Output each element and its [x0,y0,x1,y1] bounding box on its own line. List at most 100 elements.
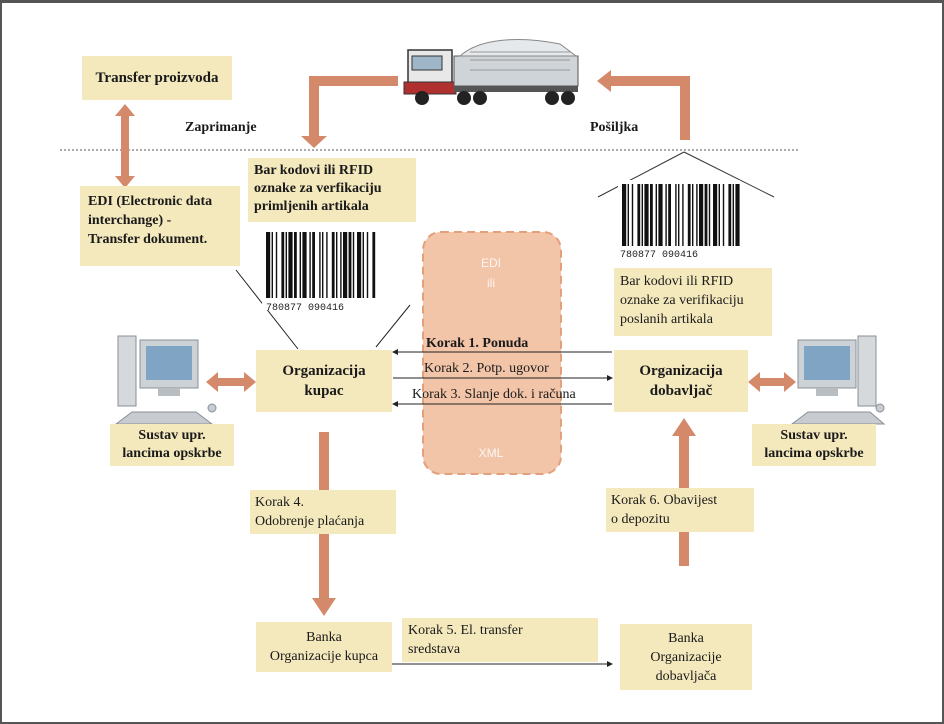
barcode-left-box: Bar kodovi ili RFID oznake za verfikacij… [248,158,416,222]
barcode-bar [644,184,649,246]
barcode-bar [678,184,680,246]
edi-line3: Transfer dokument. [88,232,208,247]
barcode-bar [622,184,627,246]
barcode-bar [348,232,352,298]
barcode-bar [266,232,271,298]
barcode-bar [708,184,711,246]
barcode-bar [271,232,273,298]
banka-kupac-line1: Banka [306,630,342,645]
posiljka-label: Pošiljka [590,120,639,135]
barcode-bar [699,184,704,246]
barcode-bar [309,232,311,298]
barcode-bar [668,184,671,246]
barcode-bar [682,184,684,246]
korak4-box: Korak 4. Odobrenje plaćanja [250,490,396,534]
korak4-line1: Korak 4. [255,495,304,510]
transfer-proizvoda-label: Transfer proizvoda [95,69,219,86]
barcode-bar [319,232,321,298]
barcode-bar [294,232,297,298]
org-kupac-box: Organizacija kupac [256,350,392,412]
korak6-box: Korak 6. Obavijest o depozitu [606,488,754,532]
barcode-bar [722,184,725,246]
barcode-bar [357,232,362,298]
barcode-bar [692,184,694,246]
sustav-right-line1: Sustav upr. [780,428,848,443]
korak5-line2: sredstava [408,642,461,657]
barcode-bar [275,232,278,298]
barcode-right-box: Bar kodovi ili RFID oznake za verifikaci… [614,268,772,336]
barcode-bar [704,184,708,246]
org-kupac-line2: kupac [304,383,344,399]
barcode-bar [322,232,324,298]
korak3-label: Korak 3. Slanje dok. i računa [412,387,576,402]
transfer-proizvoda-box: Transfer proizvoda [82,56,232,100]
barcode-bar [637,184,641,246]
barcode-bar [366,232,369,298]
edi-xml-blob [422,231,562,475]
barcode-bar [340,232,342,298]
korak6-line1: Korak 6. Obavijest [611,493,718,508]
barcode-bar [336,232,338,298]
korak4-line2: Odobrenje plaćanja [255,514,365,529]
korak6-line2: o depozitu [611,512,670,527]
barcode-bar [641,184,643,246]
barcode-bar [627,184,629,246]
message-arrows [390,349,613,667]
sustav-right-line2: lancima opskrbe [764,446,864,461]
barcode-digits-left: 780877 090416 [266,303,344,314]
barcode-bar [728,184,732,246]
barcode-bar [281,232,285,298]
zaprimanje-label: Zaprimanje [185,120,257,135]
korak1-label: Korak 1. Ponuda [426,336,529,351]
barcode-bar [285,232,287,298]
korak2-label: Korak 2. Potp. ugovor [424,361,549,376]
edi-line1: EDI (Electronic data [88,194,213,209]
truck-icon [403,39,579,105]
barcode-icon-left: 780877 090416 [262,228,378,314]
barcode-bar [302,232,307,298]
barcode-bar [732,184,734,246]
computer-icon-left [114,335,217,425]
blob-edi-label: EDI [480,256,501,270]
arrow-dobavljac-computer [748,372,796,392]
sustav-right-box: Sustav upr. lancima opskrbe [752,424,876,466]
barcode-digits-right: 780877 090416 [620,250,698,261]
org-dobavljac-box: Organizacija dobavljač [614,350,748,412]
blob-ili-label: ili [487,276,495,290]
barcode-right-line3: poslanih artikala [620,312,713,327]
barcode-roof [597,151,775,198]
org-dobavljac-line2: dobavljač [649,383,713,399]
sustav-left-line2: lancima opskrbe [122,446,222,461]
barcode-bar [343,232,348,298]
banka-kupac-line2: Organizacije kupca [269,649,379,664]
barcode-bar [326,232,328,298]
sustav-left-line1: Sustav upr. [138,428,206,443]
banka-dobavljac-line2: Organizacije [650,649,722,665]
barcode-bar [362,232,364,298]
barcode-bar [650,184,653,246]
barcode-bar [352,232,355,298]
arrow-posiljka-to-truck [597,70,690,140]
sustav-left-box: Sustav upr. lancima opskrbe [110,424,234,466]
barcode-bar [631,184,634,246]
banka-dobavljac-line3: dobavljača [655,668,717,684]
barcode-bar [687,184,691,246]
barcode-bar [665,184,667,246]
barcode-left-line1: Bar kodovi ili RFID [254,163,374,178]
computer-icon-right [790,335,886,425]
barcode-bar [372,232,376,298]
banka-dobavljac-line1: Banka [668,630,704,646]
org-kupac-line1: Organizacija [282,363,366,379]
barcode-bar [331,232,335,298]
edi-box: EDI (Electronic data interchange) - Tran… [80,186,240,266]
barcode-bar [675,184,677,246]
barcode-bar [655,184,657,246]
arrow-computer-kupac [206,372,256,392]
banka-kupac-box: Banka Organizacije kupca [256,622,392,672]
barcode-icon-right: 780877 090416 [618,180,740,261]
barcode-right-line1: Bar kodovi ili RFID [620,274,734,289]
barcode-bar [735,184,740,246]
org-dobavljac-line1: Organizacija [639,363,723,379]
barcode-bar [658,184,663,246]
